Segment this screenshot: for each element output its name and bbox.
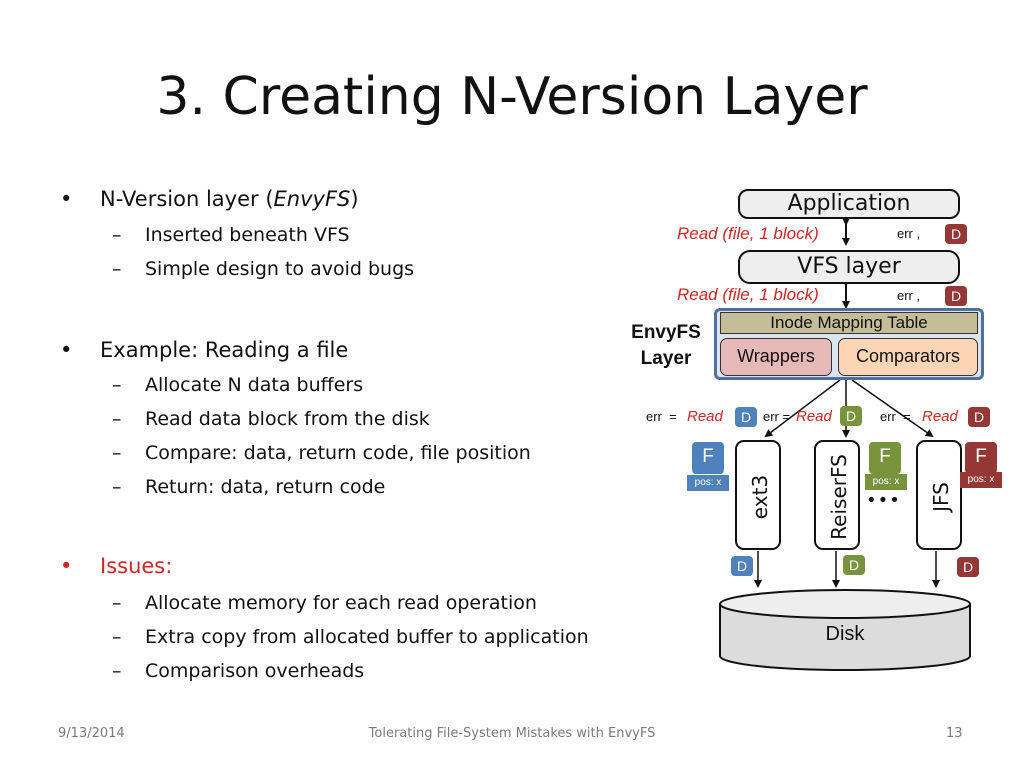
subbullet-text: Read data block from the disk (145, 408, 430, 430)
subbullet: – Comparison overheads (112, 659, 365, 683)
bullet-text: Issues: (100, 554, 173, 578)
d-badge-reiserfs-disk: D (843, 555, 865, 575)
err-text: err (646, 409, 662, 424)
application-box: Application (738, 189, 960, 219)
dash: – (112, 408, 122, 430)
f-badge-jfs: F (965, 442, 997, 474)
subbullet-text: Extra copy from allocated buffer to appl… (145, 626, 589, 648)
footer-date: 9/13/2014 (58, 726, 125, 741)
disk-top (719, 589, 971, 619)
err-eq-2: err = (763, 409, 790, 425)
dash: – (112, 592, 122, 614)
dash: – (112, 374, 122, 396)
err-eq-3: err = (880, 409, 911, 425)
jfs-label: JFS (929, 482, 953, 512)
read-label-mid: Read (file, 1 block) (677, 285, 819, 304)
err-eq-1: err = (646, 409, 677, 425)
d-badge-top: D (945, 224, 967, 244)
pos-badge-reiserfs: pos: x (865, 474, 907, 490)
jfs-box: JFS (916, 440, 962, 550)
err-text: err (897, 288, 913, 303)
f-badge-reiserfs: F (869, 442, 901, 474)
comma: , (916, 226, 921, 241)
bullet-dot: • (60, 554, 73, 578)
dash: – (112, 224, 122, 246)
pos-badge-jfs: pos: x (960, 472, 1002, 488)
err-text: err (763, 409, 779, 424)
read-label-top: Read (file, 1 block) (677, 224, 819, 243)
subbullet-text: Inserted beneath VFS (145, 224, 350, 246)
bullet-example: • Example: Reading a file (60, 337, 349, 363)
bullet-text: Example: Reading a file (100, 338, 349, 362)
footer-title: Tolerating File-System Mistakes with Env… (368, 726, 656, 741)
envyfs-layer-label: EnvyFS Layer (622, 320, 710, 372)
ext3-label: ext3 (748, 474, 772, 520)
dash: – (112, 442, 122, 464)
disk-label: Disk (825, 623, 865, 645)
eq: = (669, 409, 677, 424)
arrow-to-ext3 (764, 379, 841, 438)
vfs-box: VFS layer (738, 250, 960, 284)
err-label-mid: err , (897, 288, 920, 304)
dash: – (112, 476, 122, 498)
subbullet: – Allocate memory for each read operation (112, 591, 537, 615)
pos-badge-ext3: pos: x (687, 475, 729, 491)
ext3-box: ext3 (735, 440, 781, 550)
subbullet-text: Allocate N data buffers (145, 374, 364, 396)
read-word-3: Read (922, 408, 958, 425)
eq: = (782, 409, 791, 424)
subbullet: – Extra copy from allocated buffer to app… (112, 625, 589, 649)
reiserfs-label: ReiserFS (827, 454, 851, 540)
d-badge-jfs: D (968, 407, 990, 427)
bullet-dot: • (60, 338, 73, 362)
slide-title: 3. Creating N-Version Layer (156, 67, 868, 127)
d-badge-ext3-disk: D (731, 556, 753, 576)
subbullet: – Return: data, return code (112, 475, 386, 499)
err-label-top: err , (897, 226, 920, 242)
bullet-italic: EnvyFS (273, 187, 351, 211)
f-badge-ext3: F (692, 442, 724, 474)
subbullet-text: Allocate memory for each read operation (145, 592, 537, 614)
d-badge-ext3: D (735, 407, 757, 427)
subbullet: – Inserted beneath VFS (112, 223, 350, 247)
subbullet-text: Comparison overheads (145, 660, 365, 682)
envyfs-label-line2: Layer (640, 348, 692, 369)
d-badge-reiserfs: D (840, 406, 862, 426)
comma: , (916, 288, 921, 303)
subbullet-text: Simple design to avoid bugs (145, 258, 415, 280)
subbullet: – Simple design to avoid bugs (112, 257, 415, 281)
dash: – (112, 258, 122, 280)
subbullet-text: Return: data, return code (145, 476, 386, 498)
wrappers-box: Wrappers (720, 338, 832, 376)
eq: = (903, 409, 911, 424)
vfs-label: VFS layer (797, 254, 901, 279)
read-word-1: Read (687, 408, 723, 425)
subbullet: – Allocate N data buffers (112, 373, 364, 397)
bullet-issues: • Issues: (60, 553, 173, 579)
comparators-box: Comparators (838, 338, 978, 376)
bullet-text: N-Version layer ( (100, 187, 274, 211)
bullet-text-end: ) (350, 187, 359, 211)
reiserfs-box: ReiserFS (814, 440, 860, 550)
dash: – (112, 626, 122, 648)
application-label: Application (787, 191, 911, 216)
envyfs-label-line1: EnvyFS (631, 322, 701, 343)
d-badge-jfs-disk: D (957, 557, 979, 577)
subbullet: – Compare: data, return code, file positi… (112, 441, 531, 465)
d-badge-mid: D (945, 286, 967, 306)
subbullet-text: Compare: data, return code, file positio… (145, 442, 531, 464)
dash: – (112, 660, 122, 682)
bullet-dot: • (60, 187, 73, 211)
disk-body (719, 604, 971, 671)
inode-mapping-table: Inode Mapping Table (720, 312, 978, 334)
read-word-2: Read (796, 408, 832, 425)
footer-page-number: 13 (946, 726, 963, 741)
err-text: err (897, 226, 913, 241)
err-text: err (880, 409, 896, 424)
bullet-nversion: • N-Version layer (EnvyFS) (60, 186, 359, 212)
subbullet: – Read data block from the disk (112, 407, 430, 431)
ellipsis-more-fs: ••• (866, 490, 901, 511)
arrow-to-jfs (851, 379, 934, 438)
